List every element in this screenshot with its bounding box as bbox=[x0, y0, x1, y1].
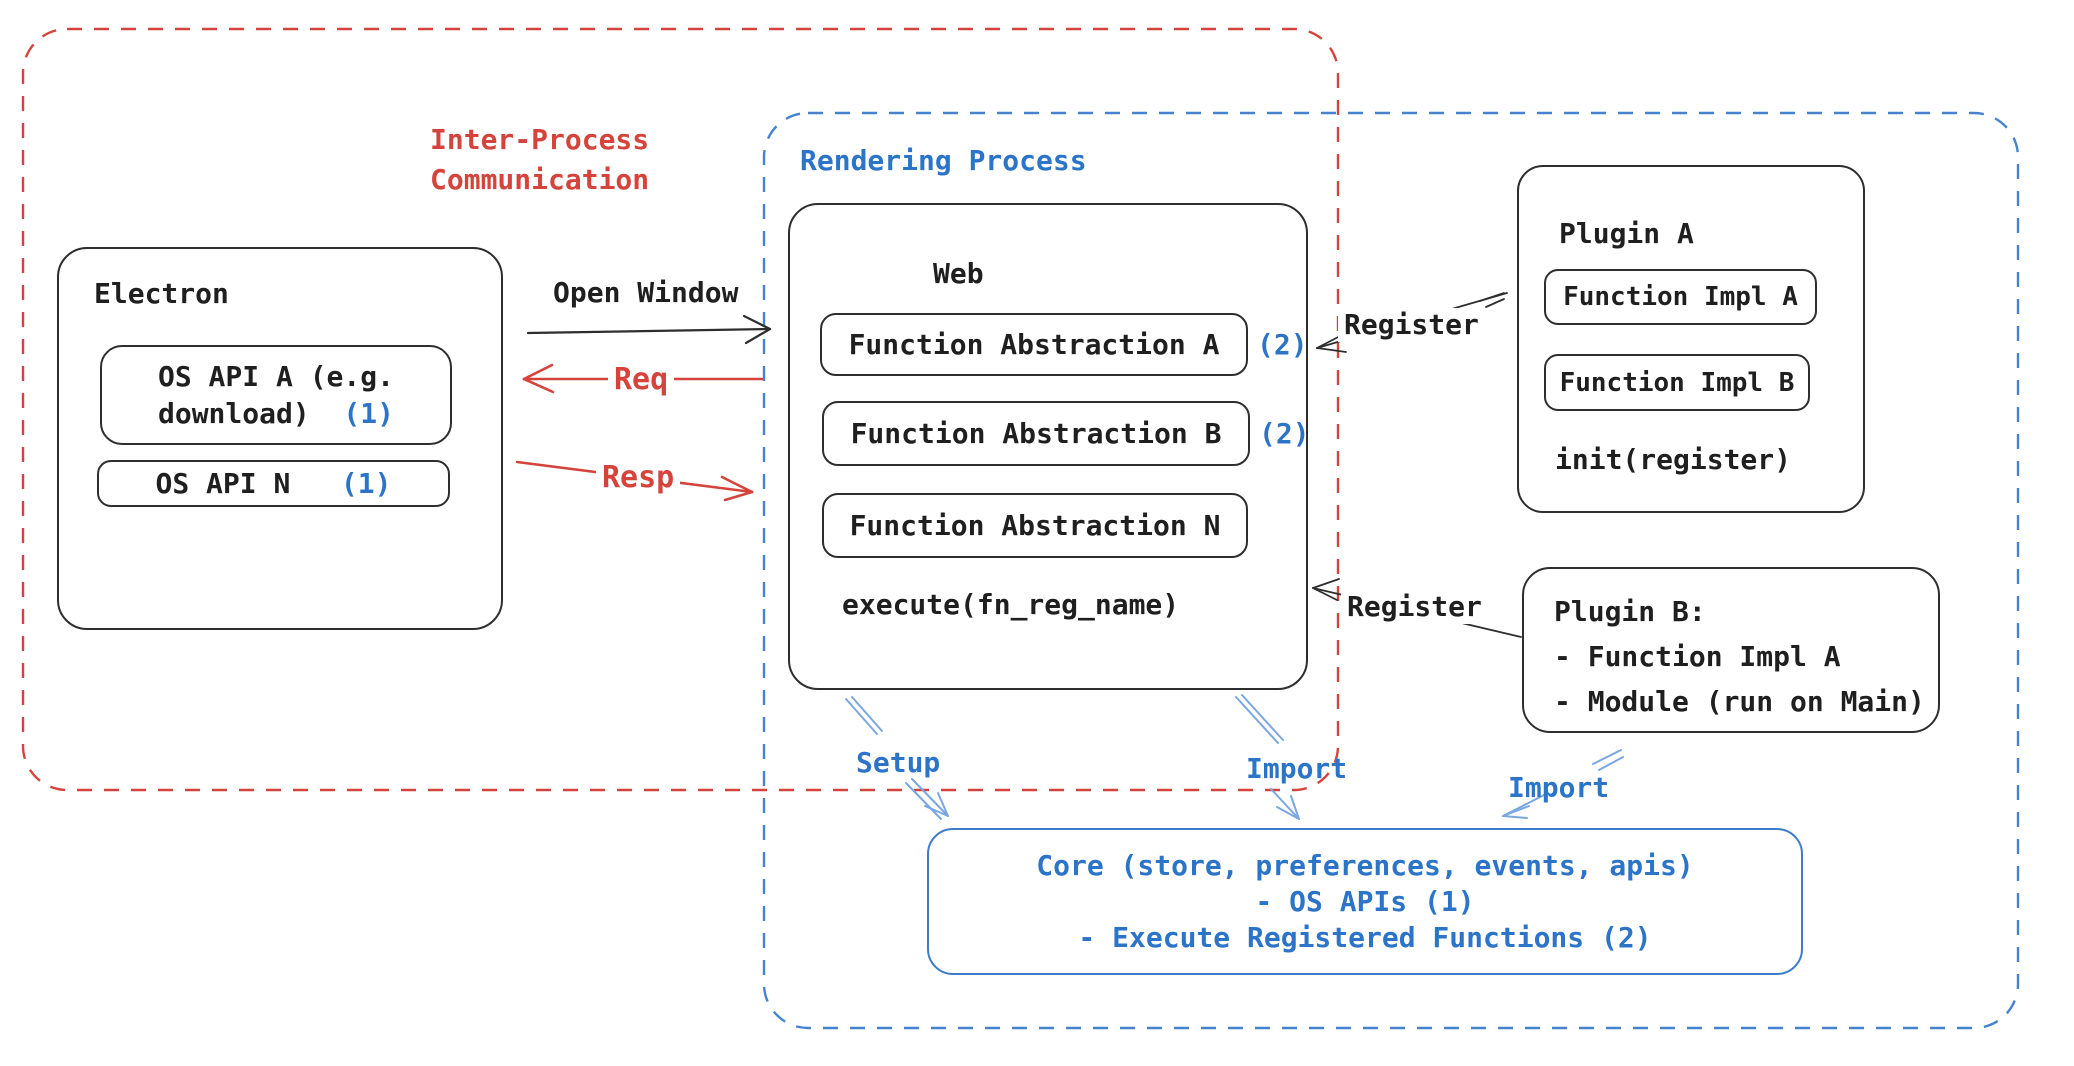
os-api-n-box: OS API N (1) bbox=[97, 460, 450, 507]
plugin-b-line2: - Function Impl A bbox=[1554, 640, 1841, 673]
register-top-label: Register bbox=[1338, 308, 1485, 342]
req-label: Req bbox=[608, 362, 675, 397]
open-window-label: Open Window bbox=[553, 276, 739, 309]
import-web-label: Import bbox=[1246, 752, 1348, 785]
electron-box: Electron OS API A (e.g. download) (1) OS… bbox=[57, 247, 503, 630]
plugin-b-box: Plugin B: - Function Impl A - Module (ru… bbox=[1522, 567, 1940, 733]
plugin-a-title: Plugin A bbox=[1559, 217, 1694, 250]
core-box: Core (store, preferences, events, apis) … bbox=[927, 828, 1803, 975]
os-api-a-text: download) bbox=[157, 397, 310, 430]
os-api-a-line1: OS API A (e.g. bbox=[157, 360, 394, 393]
core-line3: - Execute Registered Functions (2) bbox=[1078, 920, 1652, 954]
rendering-region-label: Rendering Process bbox=[800, 144, 1087, 177]
plugin-a-box: Plugin A Function Impl A Function Impl B… bbox=[1517, 165, 1865, 513]
plugin-b-line3: - Module (run on Main) bbox=[1554, 685, 1925, 718]
web-title: Web bbox=[933, 257, 984, 290]
os-api-a-badge: (1) bbox=[343, 397, 394, 430]
fa-row-n: Function Abstraction N bbox=[822, 493, 1257, 558]
function-abstraction-a-box: Function Abstraction A bbox=[820, 313, 1248, 376]
resp-label: Resp bbox=[596, 460, 681, 495]
os-api-n-badge: (1) bbox=[340, 467, 392, 500]
fa-a-badge: (2) bbox=[1257, 328, 1308, 361]
fa-b-badge: (2) bbox=[1259, 417, 1310, 450]
ipc-label-line1: Inter-Process bbox=[430, 123, 650, 156]
register-bottom-label: Register bbox=[1341, 590, 1488, 624]
fa-row-b: Function Abstraction B (2) bbox=[822, 401, 1310, 466]
fa-row-a: Function Abstraction A (2) bbox=[820, 313, 1308, 376]
function-abstraction-n-box: Function Abstraction N bbox=[822, 493, 1248, 558]
execute-text: execute(fn_reg_name) bbox=[842, 588, 1180, 621]
os-api-a-line2: download) (1) bbox=[158, 395, 394, 432]
core-line2: - OS APIs (1) bbox=[1255, 884, 1475, 918]
open-window-arrow bbox=[526, 314, 772, 345]
electron-title: Electron bbox=[94, 277, 229, 310]
os-api-a-box: OS API A (e.g. download) (1) bbox=[100, 345, 452, 445]
plugin-a-init-text: init(register) bbox=[1555, 443, 1792, 476]
core-line1: Core (store, preferences, events, apis) bbox=[1036, 848, 1694, 882]
function-impl-a-box: Function Impl A bbox=[1544, 269, 1817, 325]
os-api-n-text: OS API N bbox=[155, 467, 291, 500]
ipc-label-line2: Communication bbox=[430, 163, 650, 196]
function-impl-b-box: Function Impl B bbox=[1544, 354, 1810, 411]
ipc-region-label: Inter-Process Communication bbox=[430, 120, 649, 200]
function-abstraction-b-box: Function Abstraction B bbox=[822, 401, 1250, 466]
plugin-b-line1: Plugin B: bbox=[1554, 595, 1706, 628]
setup-label: Setup bbox=[856, 746, 941, 779]
import-plugin-label: Import bbox=[1508, 771, 1610, 804]
